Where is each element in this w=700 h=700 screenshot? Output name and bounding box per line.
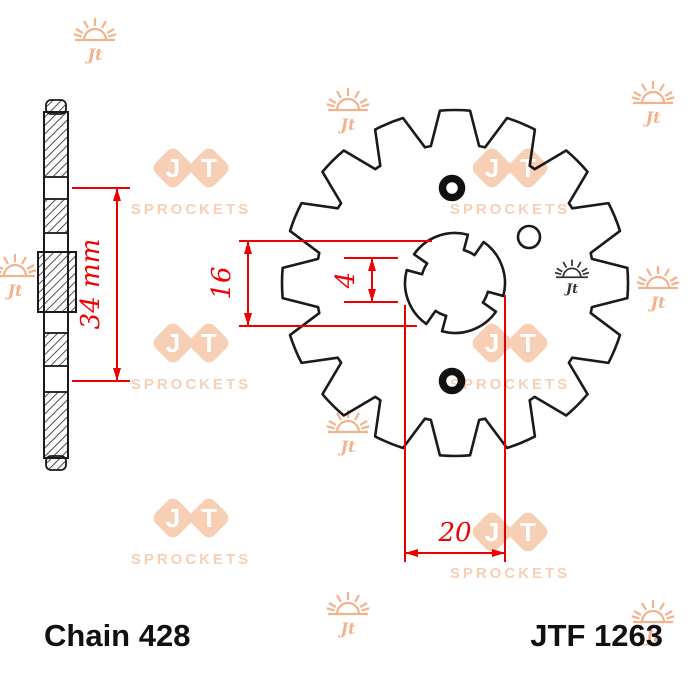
side-view-plate-segment	[43, 198, 69, 234]
arrow-up	[113, 188, 121, 201]
chain-size-label: Chain 428	[44, 618, 190, 653]
jt-sprockets-watermark	[130, 495, 252, 568]
arrow-down	[244, 313, 252, 326]
arrow-down	[368, 289, 376, 302]
sun-watermark	[325, 408, 371, 458]
dim-20-label: 20	[437, 518, 471, 548]
sun-watermark	[635, 264, 681, 314]
dim-34-label: 34 mm	[76, 239, 106, 330]
part-number-label: JTF 1263	[530, 618, 663, 653]
sun-watermark	[325, 86, 371, 136]
arrow-left	[405, 549, 418, 557]
side-view-plate-segment	[43, 111, 69, 178]
sprocket-front-view	[280, 108, 630, 458]
sun-watermark	[72, 16, 118, 66]
side-view-bottom-cap	[45, 455, 67, 471]
side-view-hub	[37, 251, 77, 313]
sun-watermark	[0, 252, 38, 302]
arrow-up	[368, 258, 376, 271]
arrow-up	[244, 241, 252, 254]
side-view-plate-segment	[43, 332, 69, 367]
arrow-down	[113, 368, 121, 381]
jt-sprockets-watermark	[130, 145, 252, 218]
pin-hole	[516, 224, 542, 250]
sun-watermark	[325, 590, 371, 640]
dim-4-label: 4	[331, 272, 361, 290]
bore-outline	[403, 231, 507, 335]
bolt-hole-top	[438, 174, 466, 202]
dimension-arrows	[113, 188, 505, 557]
arrow-right	[492, 549, 505, 557]
sprocket-side-view	[37, 99, 77, 471]
jt-sprockets-watermark	[130, 320, 252, 393]
dim-16-label: 16	[207, 266, 237, 299]
dimension-labels: 34 mm 16 4 20	[76, 239, 472, 548]
sun-watermark	[630, 79, 676, 129]
side-view-plate-segment	[43, 391, 69, 459]
